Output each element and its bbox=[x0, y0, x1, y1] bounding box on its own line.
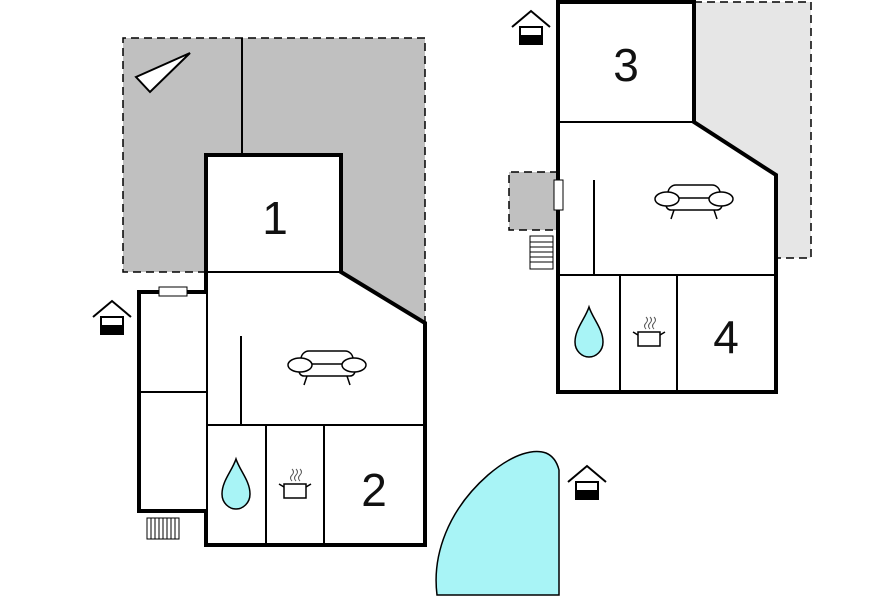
terrace-right bbox=[694, 2, 811, 258]
left-unit: 1 2 bbox=[92, 37, 427, 547]
terrace-right-small bbox=[509, 172, 558, 230]
room-label-2: 2 bbox=[361, 464, 387, 516]
pool bbox=[435, 450, 560, 596]
compass-icon bbox=[134, 52, 191, 94]
right-unit: 3 4 bbox=[508, 0, 812, 394]
terrace-left bbox=[123, 38, 425, 323]
window-icon bbox=[158, 286, 188, 297]
room-label-1: 1 bbox=[262, 192, 288, 244]
room-label-4: 4 bbox=[713, 311, 739, 363]
entrance-icon bbox=[92, 300, 132, 335]
left-unit-floor bbox=[206, 155, 425, 545]
window-icon bbox=[553, 179, 564, 211]
stairs-icon bbox=[529, 235, 554, 270]
room-label-3: 3 bbox=[613, 39, 639, 91]
entrance-icon bbox=[567, 465, 607, 500]
entrance-icon bbox=[511, 10, 551, 45]
radiator-icon bbox=[146, 517, 180, 540]
